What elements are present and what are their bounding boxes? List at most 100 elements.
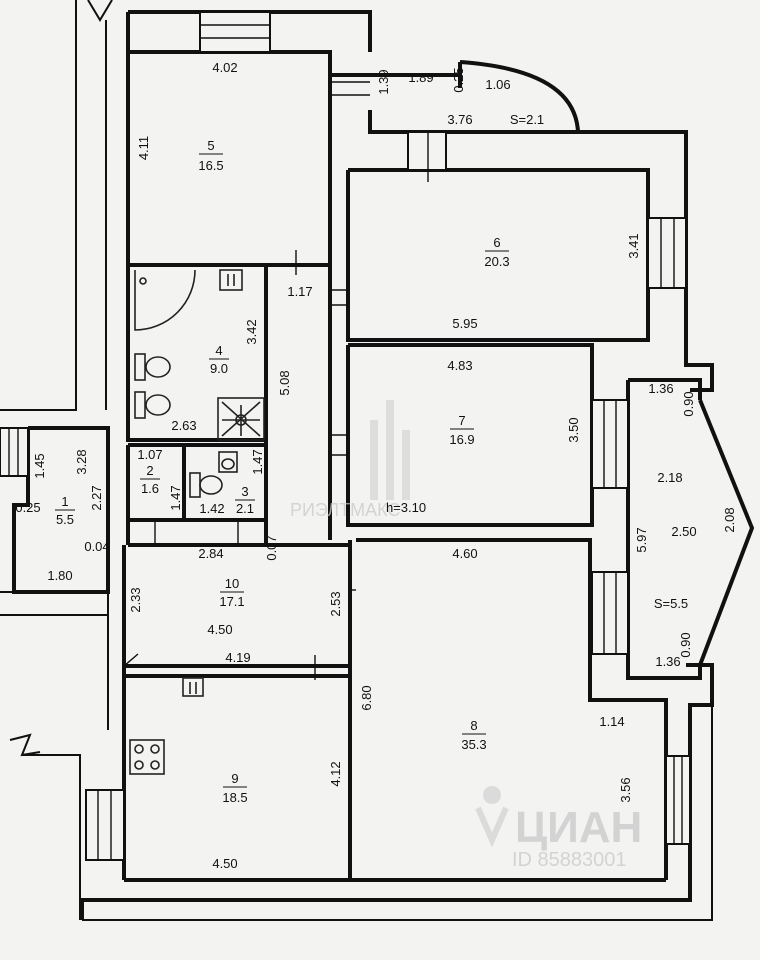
dim-1.14: 1.14 [599,714,624,729]
dim-3.76: 3.76 [447,112,472,127]
svg-text:5.5: 5.5 [56,512,74,527]
bay-inner [626,380,702,680]
bay-outline [698,399,755,666]
svg-text:17.1: 17.1 [219,594,244,609]
dim-4.19: 4.19 [225,650,250,665]
room-6-walls [346,168,650,342]
break-mark-top [87,0,113,22]
svg-text:6: 6 [493,235,500,250]
doors [123,81,370,680]
svg-text:4: 4 [215,343,222,358]
dim-0.90-bottom: 0.90 [678,632,693,657]
dim-1.07: 1.07 [137,447,162,462]
balcony-curve [459,60,580,133]
drain-icon [139,277,147,285]
svg-text:3: 3 [241,484,248,499]
dim-0.25-balcony: 0.25 [451,67,466,92]
dim-1.06: 1.06 [485,77,510,92]
svg-text:5: 5 [207,138,214,153]
dim-1.39: 1.39 [376,69,391,94]
window-room-7 [591,399,629,489]
watermark-id: ID 85883001 [512,849,627,871]
svg-text:2.1: 2.1 [236,501,254,516]
dim-4.83: 4.83 [447,358,472,373]
sink-icon-wc [218,451,238,473]
dim-4.02: 4.02 [212,60,237,75]
dim-2.50: 2.50 [671,524,696,539]
dim-2.18: 2.18 [657,470,682,485]
room-label-9: 9 18.5 [222,771,247,805]
fixtures [129,269,265,775]
watermark-brand: РИЭЛТМАКС [290,500,400,520]
dim-3.41: 3.41 [626,233,641,258]
stove-icon [129,739,165,775]
bay-area: S=5.5 [654,596,688,611]
dim-4.50-kitchen: 4.50 [212,856,237,871]
dim-1.80: 1.80 [47,568,72,583]
window-room-9 [85,789,125,861]
window-room-6 [647,217,687,289]
kitchen-sink-icon [182,677,204,697]
room-4-walls [126,265,266,442]
svg-text:1.6: 1.6 [141,481,159,496]
window-room-5 [199,11,271,53]
svg-text:8: 8 [470,718,477,733]
svg-text:1: 1 [61,494,68,509]
svg-text:9.0: 9.0 [210,361,228,376]
sink-icon [219,269,243,291]
dim-5.08: 5.08 [277,370,292,395]
dim-3.56: 3.56 [618,777,633,802]
room-label-4: 4 9.0 [209,343,229,376]
watermark-cian: ЦИАН [515,803,642,852]
dim-4.50-hall: 4.50 [207,622,232,637]
bay-top [628,378,702,400]
dim-1.47-wc3: 1.47 [250,449,265,474]
dim-4.11: 4.11 [136,136,151,160]
dim-1.36-bottom: 1.36 [655,654,680,669]
toilet-icon-1 [134,353,171,381]
neighbour-wall-left [0,0,77,411]
svg-text:2: 2 [146,463,153,478]
room-label-6: 6 20.3 [484,235,509,269]
dim-2.63: 2.63 [171,418,196,433]
dim-0.07: 0.07 [264,535,279,560]
shower-icon [217,397,265,441]
svg-text:18.5: 18.5 [222,790,247,805]
ceiling-height: h=3.10 [386,500,426,515]
dim-4.60: 4.60 [452,546,477,561]
dim-1.17: 1.17 [287,284,312,299]
room-label-8: 8 35.3 [461,718,486,752]
neighbour-wall-bottom-left [22,754,81,920]
dimension-labels: 4.02 4.11 1.39 1.89 0.25 1.06 3.76 S=2.1… [15,60,737,871]
dim-1.47-wc2: 1.47 [168,485,183,510]
dim-0.90-top: 0.90 [681,391,696,416]
room-label-7: 7 16.9 [449,413,474,447]
svg-text:9: 9 [231,771,238,786]
bidet-icon [134,391,171,419]
door-swing-bath [134,269,196,331]
balcony-area: S=2.1 [510,112,544,127]
dim-1.36-top: 1.36 [648,381,673,396]
svg-text:7: 7 [458,413,465,428]
room-7-walls [346,343,594,527]
watermark-logo-icon [483,786,501,804]
svg-text:16.9: 16.9 [449,432,474,447]
dim-0.25-room1: 0.25 [15,500,40,515]
dim-3.50: 3.50 [566,417,581,442]
room-label-2: 2 1.6 [140,463,160,496]
room-1-walls [12,426,110,594]
dim-5.97: 5.97 [634,527,649,552]
room-label-1: 1 5.5 [55,494,75,527]
dim-2.08: 2.08 [722,507,737,532]
dim-1.42: 1.42 [199,501,224,516]
dim-2.53: 2.53 [328,591,343,616]
right-wall-lower [80,663,714,920]
dim-2.27: 2.27 [89,485,104,510]
svg-text:16.5: 16.5 [198,158,223,173]
window-room-8-upper [591,571,629,655]
dim-6.80: 6.80 [359,685,374,710]
room-label-10: 10 17.1 [219,576,244,609]
room-8-top [356,538,592,575]
dim-3.28: 3.28 [74,449,89,474]
